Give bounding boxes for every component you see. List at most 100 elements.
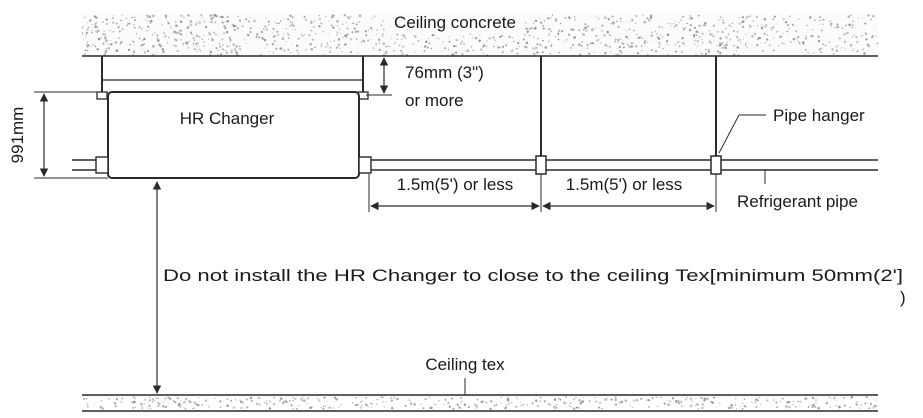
texture-speck [554,397,556,399]
texture-speck [772,49,775,52]
texture-speck [230,51,233,54]
texture-speck [420,403,422,405]
texture-speck [838,37,841,40]
texture-speck [151,20,153,23]
texture-speck [591,42,595,45]
texture-speck [589,42,592,45]
texture-speck [862,17,864,19]
texture-speck [338,28,341,30]
texture-speck [701,39,703,41]
texture-speck [95,30,97,32]
texture-speck [827,400,829,402]
texture-speck [675,401,678,404]
texture-speck [788,400,791,404]
texture-speck [541,46,543,48]
texture-speck [846,31,849,35]
texture-speck [318,25,321,28]
texture-speck [380,395,383,399]
texture-speck [265,25,267,27]
texture-speck [855,27,857,29]
texture-speck [309,43,312,46]
texture-speck [276,22,278,25]
texture-speck [799,400,802,403]
texture-speck [84,53,86,56]
texture-speck [594,35,596,38]
texture-speck [174,44,177,48]
texture-speck [851,23,854,27]
texture-speck [400,38,403,40]
texture-speck [637,37,640,39]
texture-speck [100,400,102,402]
texture-speck [834,27,836,29]
texture-speck [249,31,252,33]
texture-speck [548,28,551,31]
texture-speck [656,396,658,398]
texture-speck [315,33,317,35]
texture-speck [635,33,638,36]
texture-speck [265,28,268,31]
texture-speck [546,29,548,31]
texture-speck [355,396,357,399]
texture-speck [349,38,353,41]
texture-speck [428,396,431,399]
texture-speck [314,46,317,49]
texture-speck [355,403,358,406]
texture-speck [606,397,608,400]
texture-speck [104,36,107,39]
texture-speck [786,24,788,26]
texture-speck [525,46,528,49]
texture-speck [707,50,710,53]
texture-speck [358,403,360,406]
texture-speck [316,397,318,399]
texture-speck [133,23,135,26]
texture-speck [618,401,621,404]
texture-speck [151,34,154,36]
texture-speck [732,29,735,32]
texture-speck [88,19,92,22]
texture-speck [278,22,281,25]
texture-speck [512,48,514,51]
texture-speck [132,53,135,56]
texture-speck [591,27,593,29]
texture-speck [539,400,541,402]
texture-speck [482,400,485,403]
texture-speck [572,399,574,401]
texture-speck [849,43,853,47]
texture-speck [523,404,525,406]
texture-speck [138,37,141,40]
texture-speck [133,27,135,29]
texture-speck [569,46,573,50]
texture-speck [711,401,714,404]
texture-speck [778,45,780,47]
texture-speck [599,41,602,44]
texture-speck [751,44,753,47]
texture-speck [789,15,791,17]
texture-speck [197,396,200,398]
texture-speck [195,23,198,26]
texture-speck [83,397,86,401]
texture-speck [562,402,565,405]
texture-speck [396,38,399,40]
texture-speck [669,22,672,24]
texture-speck [239,399,241,401]
texture-speck [382,396,385,399]
texture-speck [311,406,313,408]
texture-speck [287,18,290,21]
texture-speck [630,45,633,48]
texture-speck [333,14,335,17]
texture-speck [516,398,518,400]
texture-speck [326,42,329,45]
texture-speck [751,35,754,38]
texture-speck [868,45,870,48]
texture-speck [149,21,152,23]
texture-speck [413,403,416,406]
texture-speck [378,37,380,39]
hr-changer-unit [107,91,360,179]
texture-speck [719,37,722,40]
texture-speck [520,404,523,407]
texture-speck [234,50,237,52]
ceiling-concrete-slab [82,14,878,57]
texture-speck [773,15,776,18]
texture-speck [203,34,205,36]
texture-speck [221,15,224,19]
